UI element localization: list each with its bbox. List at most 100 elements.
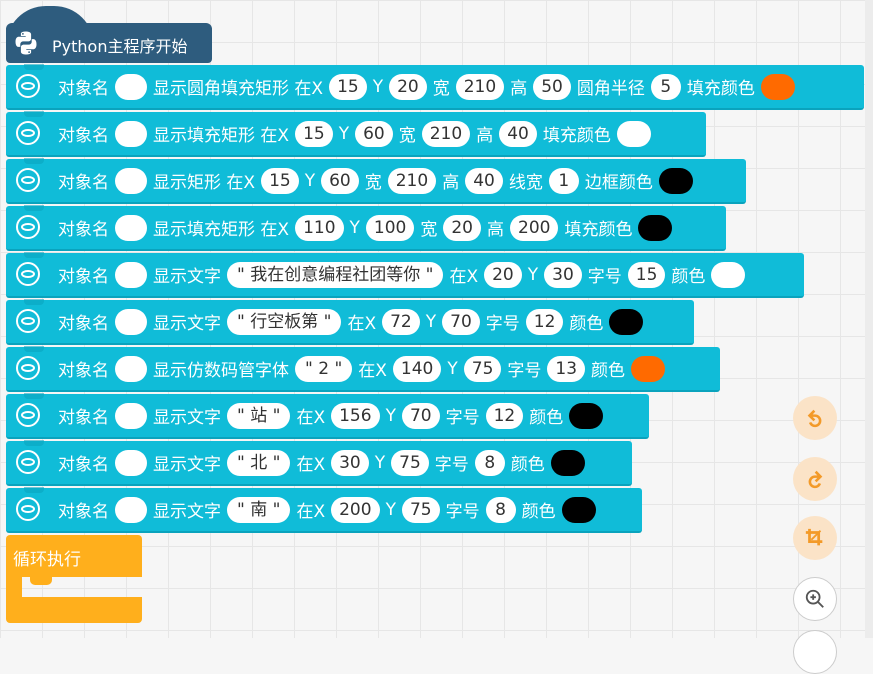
text-input[interactable]: " 我在创意编程社团等你 " [227, 261, 444, 288]
zoom-out-button[interactable] [793, 630, 837, 674]
number-input[interactable]: 75 [463, 355, 502, 382]
color-picker[interactable] [638, 214, 673, 241]
block-text: 字号 [445, 502, 480, 522]
object-name-input[interactable] [115, 167, 147, 194]
block-text: 显示填充矩形 在X [153, 220, 290, 240]
number-input[interactable]: 1 [548, 167, 579, 194]
undo-button[interactable] [793, 396, 837, 440]
number-input[interactable]: 200 [331, 496, 380, 523]
number-input[interactable]: 20 [389, 73, 427, 100]
number-input[interactable]: 70 [401, 402, 440, 429]
color-picker[interactable] [550, 449, 585, 476]
number-input[interactable]: 30 [331, 449, 369, 476]
number-input[interactable]: 210 [387, 167, 437, 194]
number-input[interactable]: 13 [547, 355, 586, 382]
block-notch [24, 205, 44, 211]
color-picker[interactable] [711, 261, 746, 288]
number-input[interactable]: 75 [391, 449, 429, 476]
color-picker[interactable] [609, 308, 644, 335]
object-name-input[interactable] [115, 449, 147, 476]
color-picker[interactable] [631, 355, 666, 382]
number-input[interactable]: 210 [455, 73, 505, 100]
block-text: Y [425, 311, 437, 332]
crop-button[interactable] [793, 516, 837, 560]
number-input[interactable]: 75 [401, 496, 440, 523]
loop-block-notch [30, 577, 52, 585]
block-notch [24, 252, 44, 258]
number-input[interactable]: 15 [329, 73, 367, 100]
block-text: 对象名 [58, 126, 109, 146]
zoom-in-button[interactable] [793, 577, 837, 621]
object-name-input[interactable] [115, 120, 147, 147]
text-input[interactable]: " 站 " [227, 402, 291, 429]
number-input[interactable]: 12 [485, 402, 524, 429]
number-input[interactable]: 50 [533, 73, 571, 100]
redo-button[interactable] [793, 457, 837, 501]
text-input[interactable]: " 北 " [227, 449, 291, 476]
object-icon [16, 121, 40, 145]
number-input[interactable]: 30 [544, 261, 582, 288]
number-input[interactable]: 156 [331, 402, 380, 429]
number-input[interactable]: 110 [295, 214, 344, 241]
loop-forever-block[interactable] [6, 535, 142, 577]
number-input[interactable]: 200 [510, 214, 559, 241]
block-notch [24, 158, 44, 164]
number-input[interactable]: 5 [650, 73, 681, 100]
number-input[interactable]: 8 [485, 496, 516, 523]
object-name-input[interactable] [115, 261, 147, 288]
number-input[interactable]: 60 [321, 167, 359, 194]
number-input[interactable]: 20 [484, 261, 522, 288]
number-input[interactable]: 8 [474, 449, 505, 476]
number-input[interactable]: 40 [499, 120, 537, 147]
number-input[interactable]: 210 [421, 120, 471, 147]
object-name-input[interactable] [115, 402, 147, 429]
block-text: 显示文字 [153, 455, 221, 475]
object-name-input[interactable] [115, 496, 147, 523]
number-input[interactable]: 15 [627, 261, 666, 288]
number-input[interactable]: 100 [365, 214, 415, 241]
color-picker[interactable] [658, 167, 693, 194]
number-input[interactable]: 40 [465, 167, 503, 194]
block-text: 宽 [398, 126, 416, 146]
object-name-input[interactable] [115, 308, 147, 335]
number-input[interactable]: 15 [261, 167, 299, 194]
python-main-start-block[interactable] [6, 23, 212, 63]
text-input[interactable]: " 行空板第 " [227, 308, 342, 335]
number-input[interactable]: 20 [443, 214, 481, 241]
block-text: Y [338, 123, 350, 144]
color-picker[interactable] [561, 496, 596, 523]
number-input[interactable]: 70 [442, 308, 480, 335]
text-input[interactable]: " 2 " [295, 355, 353, 382]
block-notch [24, 440, 44, 446]
object-name-input[interactable] [115, 73, 147, 100]
block-text: 高 [442, 173, 460, 193]
number-input[interactable]: 60 [355, 120, 393, 147]
color-picker[interactable] [760, 73, 795, 100]
workspace-scrollbar[interactable] [865, 0, 873, 638]
object-icon [16, 168, 40, 192]
text-input[interactable]: " 南 " [227, 496, 291, 523]
color-picker[interactable] [616, 120, 651, 147]
block-text: 高 [510, 79, 528, 99]
block-text: 在X [449, 267, 479, 287]
number-input[interactable]: 12 [525, 308, 564, 335]
block-text: Y [374, 452, 386, 473]
number-input[interactable]: 72 [382, 308, 420, 335]
number-input[interactable]: 15 [295, 120, 333, 147]
number-input[interactable]: 140 [392, 355, 442, 382]
object-icon [16, 403, 40, 427]
color-picker[interactable] [569, 402, 604, 429]
object-name-input[interactable] [115, 355, 147, 382]
block-text: 宽 [432, 79, 450, 99]
object-name-input[interactable] [115, 214, 147, 241]
